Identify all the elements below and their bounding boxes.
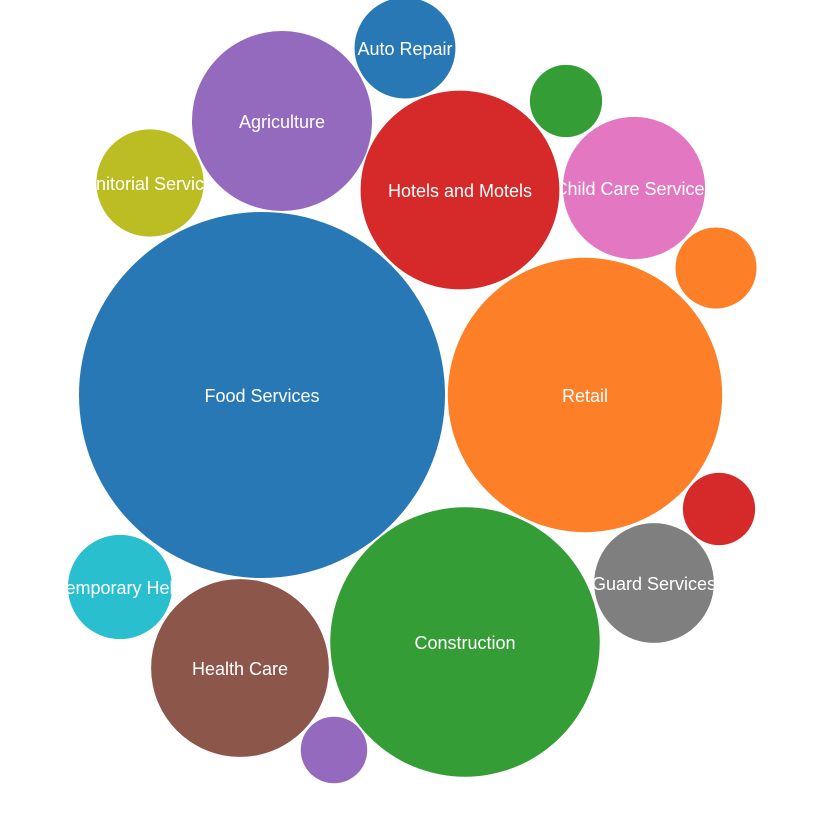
bubble-circle-bubble-15 — [300, 716, 368, 784]
bubble-child-care-services: Child Care Services — [554, 116, 713, 260]
bubble-janitorial-services: Janitorial Services — [77, 129, 223, 237]
bubble-circle-retail — [447, 257, 723, 533]
bubble-food-services: Food Services — [79, 212, 445, 578]
bubble-bubble-14 — [682, 472, 756, 546]
bubble-circle-auto-repair — [354, 0, 456, 99]
bubble-circle-health-care — [151, 579, 329, 757]
bubble-circle-temporary-help — [67, 534, 173, 640]
bubble-construction: Construction — [330, 507, 600, 777]
bubble-bubble-15 — [300, 716, 368, 784]
bubble-bubble-12 — [529, 64, 603, 138]
bubble-label-temporary-help: Temporary Help — [56, 578, 183, 598]
bubble-label-agriculture: Agriculture — [239, 112, 325, 132]
bubble-retail: Retail — [447, 257, 723, 533]
bubble-circle-bubble-13 — [675, 227, 757, 309]
bubble-circle-agriculture — [191, 30, 373, 212]
bubble-label-janitorial-services: Janitorial Services — [77, 174, 223, 194]
bubble-guard-services: Guard Services — [592, 523, 716, 643]
bubble-health-care: Health Care — [151, 579, 329, 757]
bubble-agriculture: Agriculture — [191, 30, 373, 212]
bubble-label-health-care: Health Care — [192, 659, 288, 679]
bubble-label-hotels-and-motels: Hotels and Motels — [388, 181, 532, 201]
bubble-circle-janitorial-services — [96, 129, 204, 237]
bubble-label-food-services: Food Services — [204, 386, 319, 406]
bubble-label-retail: Retail — [562, 386, 608, 406]
bubble-temporary-help: Temporary Help — [56, 534, 183, 640]
bubble-label-auto-repair: Auto Repair — [357, 39, 452, 59]
bubble-auto-repair: Auto Repair — [354, 0, 456, 99]
bubble-bubble-13 — [675, 227, 757, 309]
bubble-circle-hotels-and-motels — [360, 90, 560, 290]
bubble-circle-guard-services — [594, 523, 714, 643]
bubble-label-guard-services: Guard Services — [592, 574, 716, 594]
bubble-circle-bubble-14 — [682, 472, 756, 546]
bubble-label-child-care-services: Child Care Services — [554, 179, 713, 199]
bubble-circle-child-care-services — [562, 116, 706, 260]
bubble-circle-food-services — [79, 212, 445, 578]
bubble-circle-construction — [330, 507, 600, 777]
bubble-hotels-and-motels: Hotels and Motels — [360, 90, 560, 290]
bubble-circle-bubble-12 — [529, 64, 603, 138]
bubble-label-construction: Construction — [414, 633, 515, 653]
